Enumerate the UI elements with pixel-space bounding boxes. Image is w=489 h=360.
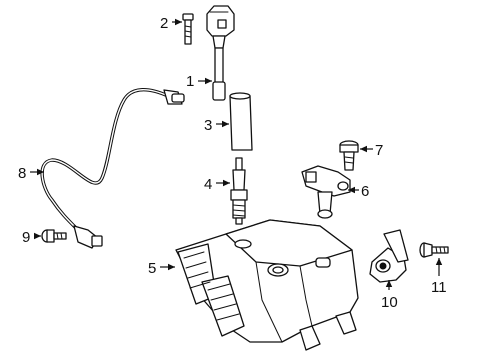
- spark-plug-part-4: [230, 157, 248, 225]
- ignition-coil-part-1: [206, 5, 235, 101]
- callout-10: 10: [381, 294, 398, 311]
- engine-control-module-part-5: [175, 219, 359, 351]
- bolt-part-11: [419, 242, 449, 258]
- callout-3: 3: [204, 117, 212, 134]
- callout-2: 2: [160, 15, 168, 32]
- oxygen-sensor-part-8: [40, 88, 185, 249]
- bolt-part-2: [182, 13, 194, 45]
- knock-sensor-part-10: [369, 229, 409, 283]
- coil-boot-part-3: [229, 92, 253, 151]
- callout-11: 11: [431, 279, 447, 296]
- callout-4: 4: [204, 176, 212, 193]
- camshaft-sensor-part-6: [301, 165, 351, 219]
- callout-8: 8: [18, 165, 26, 182]
- bolt-part-9: [41, 229, 67, 243]
- callout-7: 7: [375, 142, 383, 159]
- callout-9: 9: [22, 229, 30, 246]
- screw-part-7: [339, 140, 359, 171]
- callout-1: 1: [186, 73, 194, 90]
- callout-6: 6: [361, 183, 369, 200]
- callout-5: 5: [148, 260, 156, 277]
